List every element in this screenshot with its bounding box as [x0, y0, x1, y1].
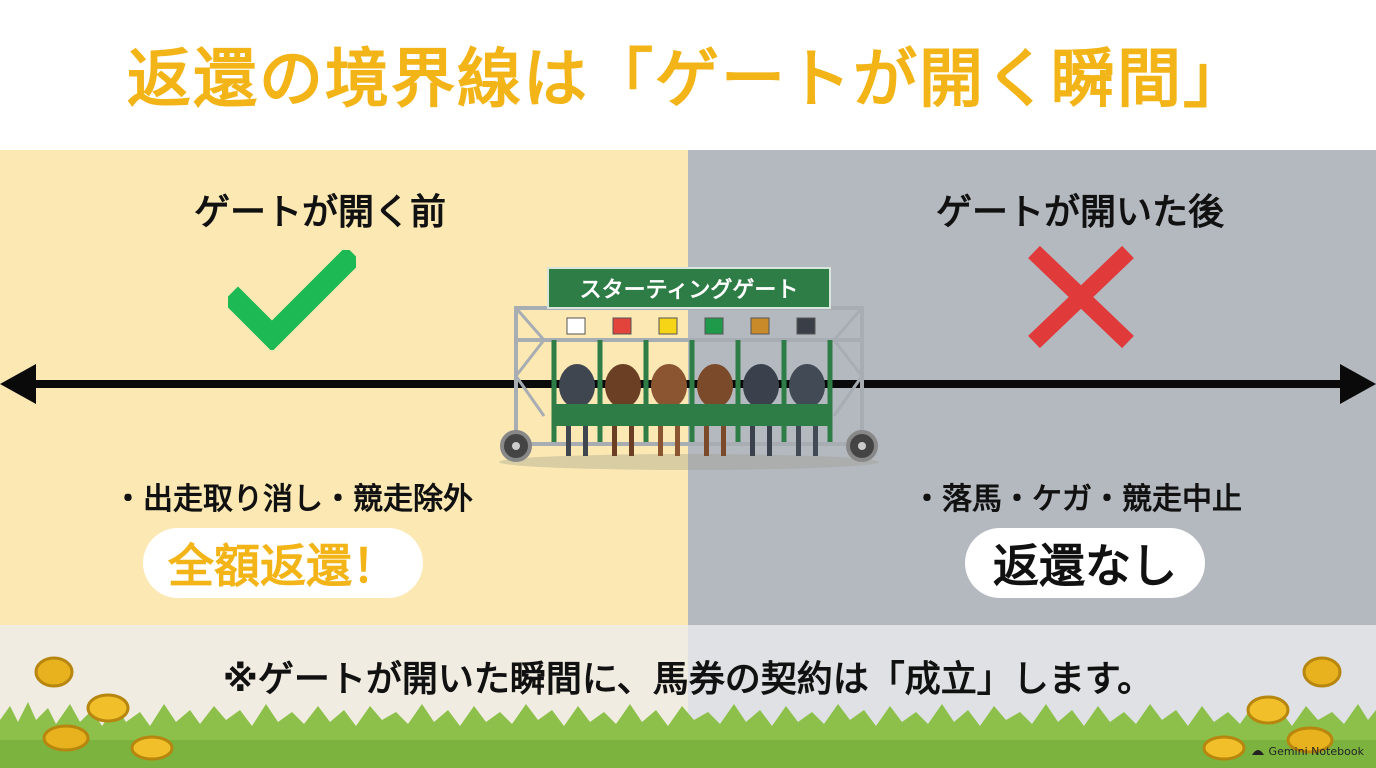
no-refund-badge: 返還なし — [965, 528, 1205, 598]
full-refund-badge: 全額返還！ — [143, 528, 423, 598]
starting-gate-illustration: スターティングゲート — [499, 267, 879, 470]
arrow-right-head — [1340, 364, 1376, 404]
check-icon — [228, 250, 356, 350]
arrow-left-head — [0, 364, 36, 404]
after-gate-heading: ゲートが開いた後 — [935, 192, 1224, 233]
before-gate-cases: ・出走取り消し・競走除外 — [113, 482, 473, 517]
brand-watermark: Gemini Notebook — [1251, 745, 1364, 758]
coin-icon — [34, 656, 1342, 761]
coins-decoration — [34, 656, 1342, 761]
notebook-icon — [1251, 750, 1264, 755]
grass-decoration — [0, 702, 1376, 768]
timeline-arrow — [0, 364, 1376, 404]
footer-note: ※ゲートが開いた瞬間に、馬券の契約は「成立」します。 — [222, 659, 1154, 700]
starting-gate: スターティングゲート — [496, 266, 882, 472]
cross-icon — [1028, 245, 1134, 349]
page-title: 返還の境界線は「ゲートが開く瞬間」 — [127, 43, 1249, 117]
after-gate-cases: ・落馬・ケガ・競走中止 — [912, 482, 1242, 517]
brand-name: Gemini Notebook — [1268, 745, 1364, 758]
gate-sign-label: スターティングゲート — [580, 277, 799, 303]
before-gate-heading: ゲートが開く前 — [193, 192, 446, 233]
